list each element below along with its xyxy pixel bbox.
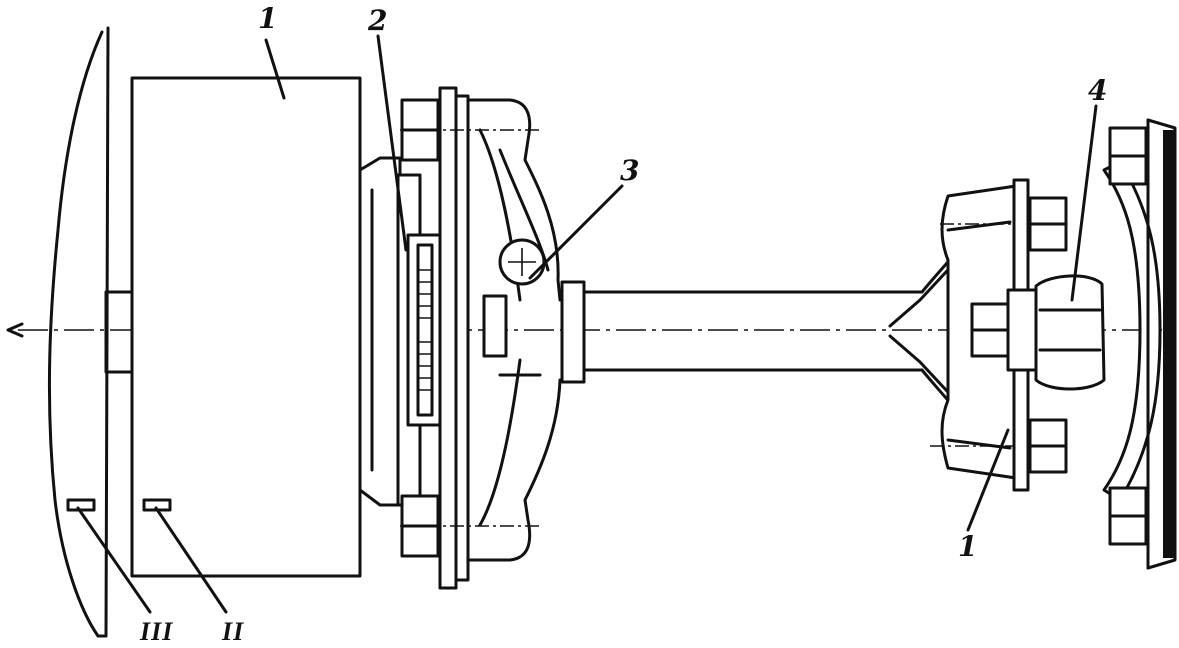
- leader-lines: [76, 34, 1098, 614]
- elastic-element: [1034, 274, 1106, 391]
- callout-iii: III: [139, 617, 173, 646]
- right-yoke-bolt-bottom: [1028, 418, 1068, 474]
- intermediate-shaft: [582, 290, 924, 372]
- callout-1-top: 1: [258, 2, 277, 35]
- callout-3: 3: [620, 154, 639, 187]
- flange-bolt-bottom: [400, 494, 540, 558]
- housing-block: [130, 76, 362, 578]
- callout-ii: II: [221, 617, 244, 646]
- left-yoke: [466, 98, 586, 562]
- right-mounting-flange: [1102, 118, 1177, 570]
- flange-bolt-top: [400, 98, 540, 162]
- right-yoke-bolt-top: [1028, 196, 1068, 252]
- callout-4: 4: [1088, 74, 1107, 107]
- callout-2: 2: [367, 4, 387, 37]
- axis-arrow-icon: [6, 322, 24, 338]
- left-mounting-plate: [47, 26, 134, 638]
- right-yoke-bolt-middle: [970, 288, 1040, 372]
- callout-1-bottom: 1: [958, 530, 977, 563]
